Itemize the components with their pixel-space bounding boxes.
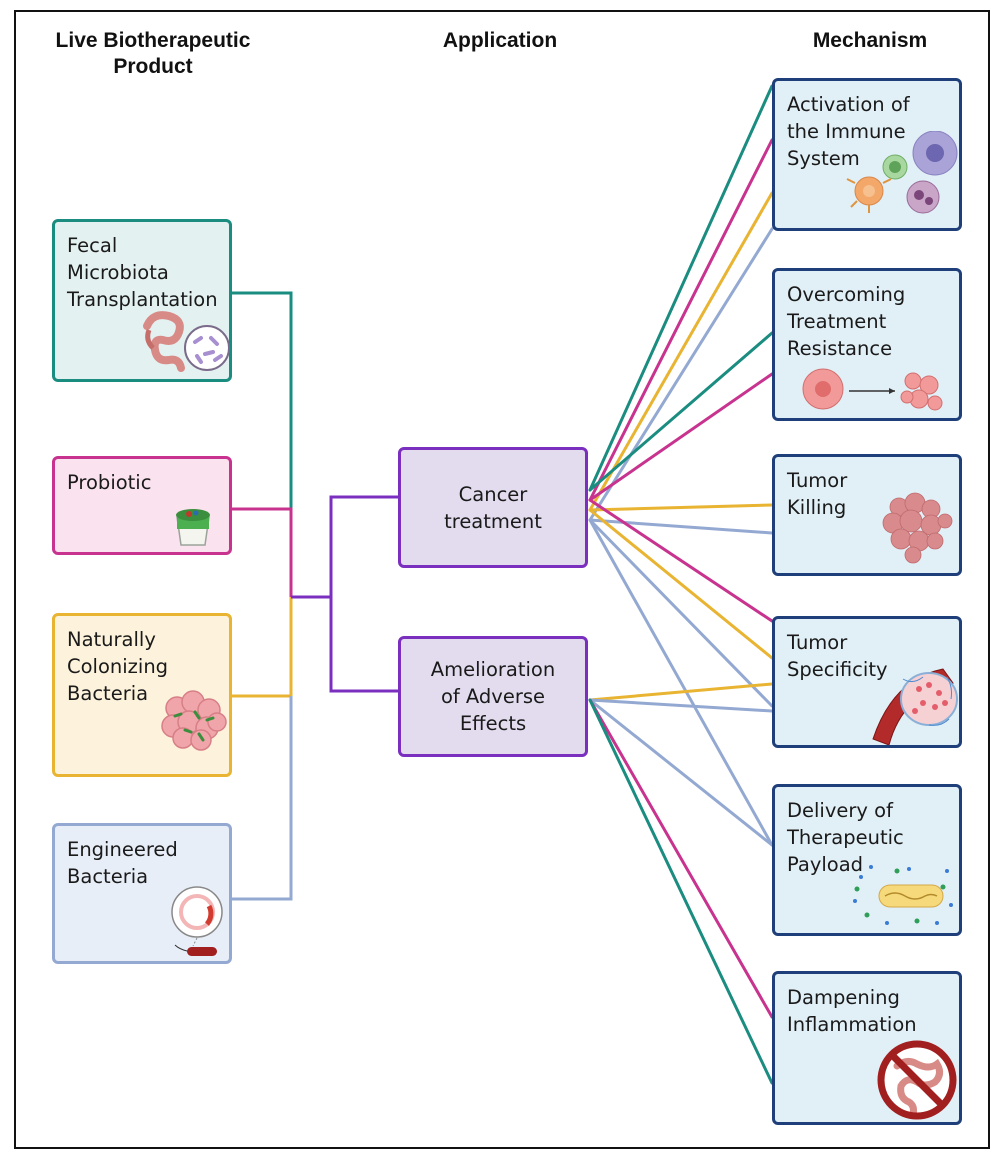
link-line-2 — [588, 191, 774, 512]
link-line-15 — [588, 698, 774, 1019]
mechanism-immune-activation-label: Activation of the Immune System — [787, 93, 910, 170]
tumor-vessel-icon — [863, 659, 963, 746]
header-application: Application — [442, 29, 558, 52]
header-mechanism: Mechanism — [812, 29, 928, 52]
mechanism-tumor-specificity-label: Tumor Specificity — [787, 631, 888, 681]
product-fecal-microbiota-label: Fecal Microbiota Transplantation — [67, 234, 218, 311]
mechanism-payload-delivery: Delivery of Therapeutic Payload — [772, 784, 962, 936]
mechanism-immune-activation: Activation of the Immune System — [772, 78, 962, 231]
mechanism-overcoming-resistance: Overcoming Treatment Resistance — [772, 268, 962, 421]
application-amelioration-adverse-effects-label: Amelioration of Adverse Effects — [430, 658, 556, 735]
intestine-microbiota-icon — [139, 306, 231, 378]
tumor-mass-icon — [875, 487, 959, 567]
link-line-12 — [588, 682, 774, 702]
immune-cells-icon — [839, 130, 959, 217]
link-line-3 — [588, 227, 774, 522]
link-line-0 — [588, 84, 774, 492]
link-line-1 — [588, 138, 774, 502]
product-engineered-bacteria: Engineered Bacteria — [52, 823, 232, 964]
fmt-connector — [232, 291, 293, 597]
mechanism-dampening-inflammation: Dampening Inflammation — [772, 971, 962, 1125]
resistant-cell-icon — [795, 363, 955, 415]
ncb-connector — [232, 597, 293, 698]
no-inflammation-icon — [875, 1038, 959, 1122]
product-probiotic: Probiotic — [52, 456, 232, 555]
mechanism-overcoming-resistance-label: Overcoming Treatment Resistance — [787, 283, 906, 360]
product-naturally-colonizing: Naturally Colonizing Bacteria — [52, 613, 232, 777]
link-line-8 — [588, 498, 774, 623]
payload-bacterium-icon — [847, 857, 957, 933]
product-probiotic-label: Probiotic — [67, 471, 152, 494]
header-live-biotherapeutic-product: Live Biotherapeutic Product — [55, 29, 251, 78]
plasmid-bacterium-icon — [163, 884, 233, 964]
link-line-14 — [588, 698, 774, 847]
application-cancer-treatment-label: Cancer treatment — [444, 482, 542, 533]
tumor-bacteria-icon — [155, 686, 231, 752]
link-line-4 — [588, 331, 774, 492]
product-fecal-microbiota: Fecal Microbiota Transplantation — [52, 219, 232, 382]
link-line-7 — [588, 518, 774, 535]
link-line-10 — [588, 518, 774, 708]
mechanism-dampening-inflammation-label: Dampening Inflammation — [787, 986, 917, 1036]
mechanism-payload-delivery-label: Delivery of Therapeutic Payload — [787, 799, 904, 876]
application-amelioration-adverse-effects: Amelioration of Adverse Effects — [398, 636, 588, 757]
link-line-16 — [588, 698, 774, 1085]
product-engineered-bacteria-label: Engineered Bacteria — [67, 838, 178, 888]
link-line-11 — [588, 518, 774, 847]
link-line-13 — [588, 698, 774, 713]
product-naturally-colonizing-label: Naturally Colonizing Bacteria — [67, 628, 169, 705]
engineered-connector — [232, 696, 293, 901]
probiotic-connector — [232, 507, 293, 597]
link-line-6 — [588, 503, 774, 512]
link-line-5 — [588, 372, 774, 502]
link-line-9 — [588, 508, 774, 660]
mechanism-tumor-specificity: Tumor Specificity — [772, 616, 962, 748]
application-bracket — [329, 495, 398, 693]
mechanism-tumor-killing: Tumor Killing — [772, 454, 962, 576]
yogurt-cup-icon — [171, 503, 215, 547]
mechanism-tumor-killing-label: Tumor Killing — [787, 469, 848, 519]
application-cancer-treatment: Cancer treatment — [398, 447, 588, 568]
